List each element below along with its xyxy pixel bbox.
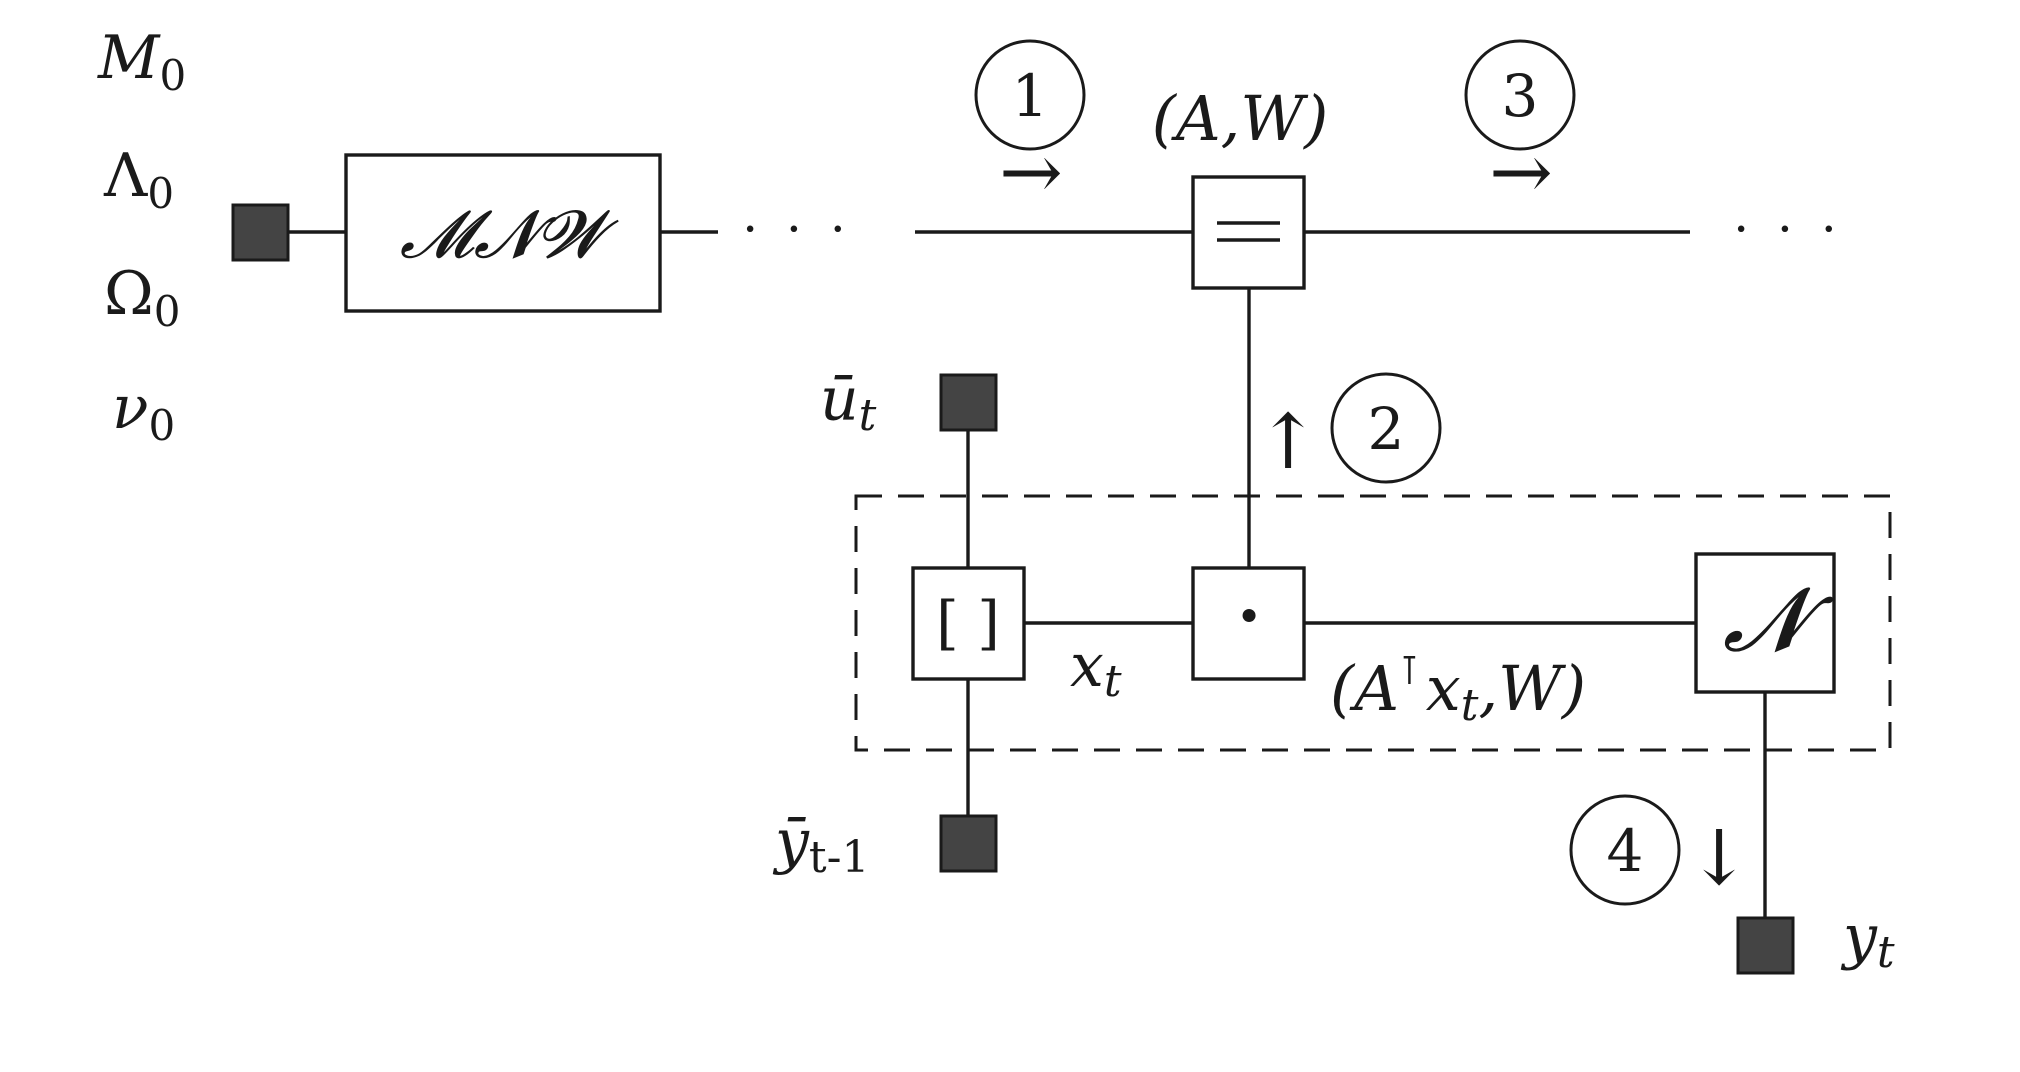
concat-label: [ ] [936, 589, 1000, 657]
label-omega0: Ω0 [104, 259, 180, 336]
label-y-bar-t-minus-1: ȳt-1 [772, 807, 869, 883]
label-m0: M0 [97, 23, 186, 100]
message-1-circle [974, 39, 1086, 151]
message-4-arrow: ↓ [1687, 813, 1751, 902]
input-observed-node [939, 373, 998, 432]
label-a-w: (A,W) [1152, 82, 1329, 155]
mnw-label: 𝓜𝓝𝓦 [400, 196, 619, 273]
message-2-arrow: ↑ [1256, 397, 1320, 486]
label-a-transpose-x-w: (A⊺xt,W) [1330, 648, 1586, 731]
label-y-t: yt [1840, 902, 1895, 978]
prior-parameter-labels: M0 Λ0 Ω0 ν0 [97, 23, 186, 450]
message-2: ↑ 2 [1256, 372, 1442, 486]
ellipsis-right: · · · [1733, 200, 1842, 258]
label-lambda0: Λ0 [103, 141, 174, 218]
message-4-number: 4 [1607, 817, 1644, 885]
message-1-number: 1 [1012, 62, 1049, 130]
message-1: 1 → [974, 39, 1086, 216]
ellipsis-left: · · · [742, 200, 851, 258]
message-3: 3 → [1464, 39, 1576, 216]
message-3-circle [1464, 39, 1576, 151]
message-4: 4 ↓ [1569, 794, 1751, 906]
label-x-t: xt [1070, 631, 1122, 707]
dot-label: · [1237, 574, 1261, 657]
dot-product-factor-node [1191, 566, 1306, 681]
dashed-plate [854, 494, 1892, 752]
mnw-factor-node [344, 153, 662, 313]
output-observed-node [1736, 916, 1795, 975]
message-2-number: 2 [1368, 395, 1405, 463]
label-u-bar-t: ūt [820, 365, 877, 441]
message-4-circle [1569, 794, 1681, 906]
message-3-number: 3 [1502, 62, 1539, 130]
message-1-arrow: → [999, 127, 1063, 216]
message-2-circle [1330, 372, 1442, 484]
label-nu0: ν0 [112, 373, 175, 450]
prior-observed-node [231, 203, 290, 262]
message-3-arrow: → [1489, 127, 1553, 216]
previous-output-observed-node [939, 814, 998, 873]
equality-factor-node [1191, 175, 1306, 290]
